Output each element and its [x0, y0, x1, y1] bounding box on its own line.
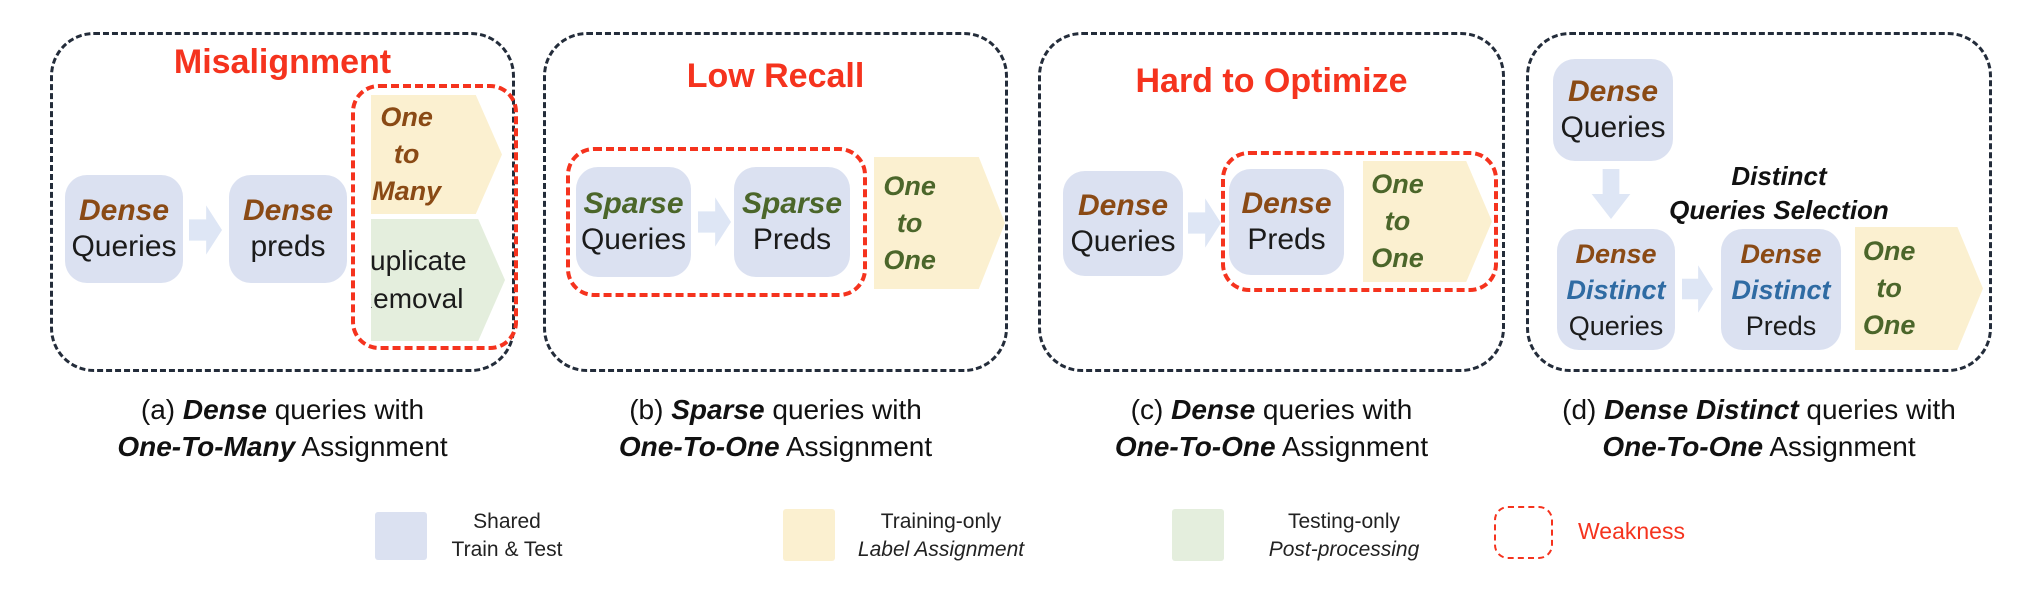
- dense-queries-box: Dense Queries: [65, 175, 183, 283]
- legend-weakness-outline-icon: [1494, 506, 1553, 559]
- weakness-outline: [351, 84, 518, 350]
- box-word-sparse: Sparse: [741, 187, 843, 220]
- right-arrow-icon: [1682, 265, 1713, 313]
- box-word-distinct: Distinct: [1731, 274, 1831, 305]
- box-word-preds: Preds: [1247, 223, 1326, 256]
- box-word-sparse: Sparse: [583, 187, 684, 220]
- box-word-dense: Dense: [1740, 238, 1822, 269]
- dense-queries-box: Dense Queries: [1063, 171, 1183, 276]
- duplicate-removal-tag: Duplicate Removal: [371, 219, 505, 341]
- sparse-preds-box: Sparse Preds: [734, 167, 850, 277]
- weakness-outline: [566, 147, 867, 297]
- caption-a: (a) Dense queries with One-To-Many Assig…: [117, 394, 448, 462]
- legend-training-swatch: [783, 509, 835, 561]
- box-word-queries: Queries: [71, 230, 177, 263]
- box-word-dense: Dense: [1567, 75, 1659, 108]
- right-arrow-icon: [189, 205, 222, 255]
- one-to-one-assignment-tag: One to One: [874, 157, 1005, 289]
- box-word-dense: Dense: [78, 194, 170, 227]
- panel-b-sparse-one-to-one: Low Recall Sparse Queries Sparse Preds O…: [543, 32, 1008, 372]
- sparse-queries-box: Sparse Queries: [576, 167, 691, 277]
- panel-a-dense-one-to-many: Misalignment Dense Queries Dense preds O…: [50, 32, 518, 372]
- legend-shared-label: Shared Train & Test: [451, 510, 563, 561]
- caption-d: (d) Dense Distinct queries with One-To-O…: [1562, 394, 1956, 462]
- box-word-queries: Queries: [1070, 224, 1176, 258]
- dense-distinct-preds-box: Dense Distinct Preds: [1721, 229, 1841, 350]
- dense-distinct-queries-box: Dense Distinct Queries: [1557, 229, 1675, 350]
- one-to-one-assignment-tag: One to One: [1855, 227, 1983, 350]
- box-word-dense: Dense: [1241, 187, 1332, 220]
- legend-weakness-label: Weakness: [1578, 518, 1685, 544]
- box-word-queries: Queries: [1568, 310, 1664, 341]
- legend-training-label: Training-only Label Assignment: [857, 510, 1025, 561]
- legend-testing-swatch: [1172, 509, 1224, 561]
- box-word-dense: Dense: [1575, 238, 1657, 269]
- panel-a-weakness-title: Misalignment: [173, 43, 392, 81]
- panel-b-weakness-title: Low Recall: [686, 57, 865, 95]
- caption-b: (b) Sparse queries with One-To-One Assig…: [618, 394, 933, 462]
- legend-shared-swatch: [375, 512, 427, 560]
- dense-preds-box: Dense preds: [229, 175, 347, 283]
- down-arrow-icon: [1591, 169, 1631, 219]
- box-word-preds: preds: [250, 230, 326, 263]
- dense-queries-box: Dense Queries: [1553, 59, 1673, 161]
- box-word-preds: Preds: [752, 223, 832, 256]
- distinct-queries-selection-label: Distinct Queries Selection: [1669, 161, 1889, 225]
- box-word-dense: Dense: [242, 194, 334, 227]
- box-word-dense: Dense: [1077, 188, 1169, 222]
- right-arrow-icon: [1188, 198, 1221, 248]
- dense-preds-box: Dense Preds: [1229, 169, 1344, 275]
- caption-c: (c) Dense queries with One-To-One Assign…: [1114, 394, 1429, 462]
- panel-c-weakness-title: Hard to Optimize: [1135, 62, 1408, 100]
- box-word-queries: Queries: [580, 223, 687, 256]
- one-to-one-assignment-tag: One to One: [1363, 161, 1492, 282]
- panel-c-dense-one-to-one: Hard to Optimize Dense Queries Dense Pre…: [1038, 32, 1505, 372]
- box-word-preds: Preds: [1745, 310, 1817, 341]
- panel-d-dense-distinct-one-to-one: Dense Queries Distinct Queries Selection…: [1526, 32, 1992, 372]
- box-word-distinct: Distinct: [1566, 274, 1666, 305]
- box-word-queries: Queries: [1560, 111, 1666, 144]
- legend-testing-label: Testing-only Post-processing: [1268, 510, 1420, 561]
- one-to-many-assignment-tag: One to Many: [371, 95, 502, 214]
- weakness-outline: [1221, 151, 1498, 292]
